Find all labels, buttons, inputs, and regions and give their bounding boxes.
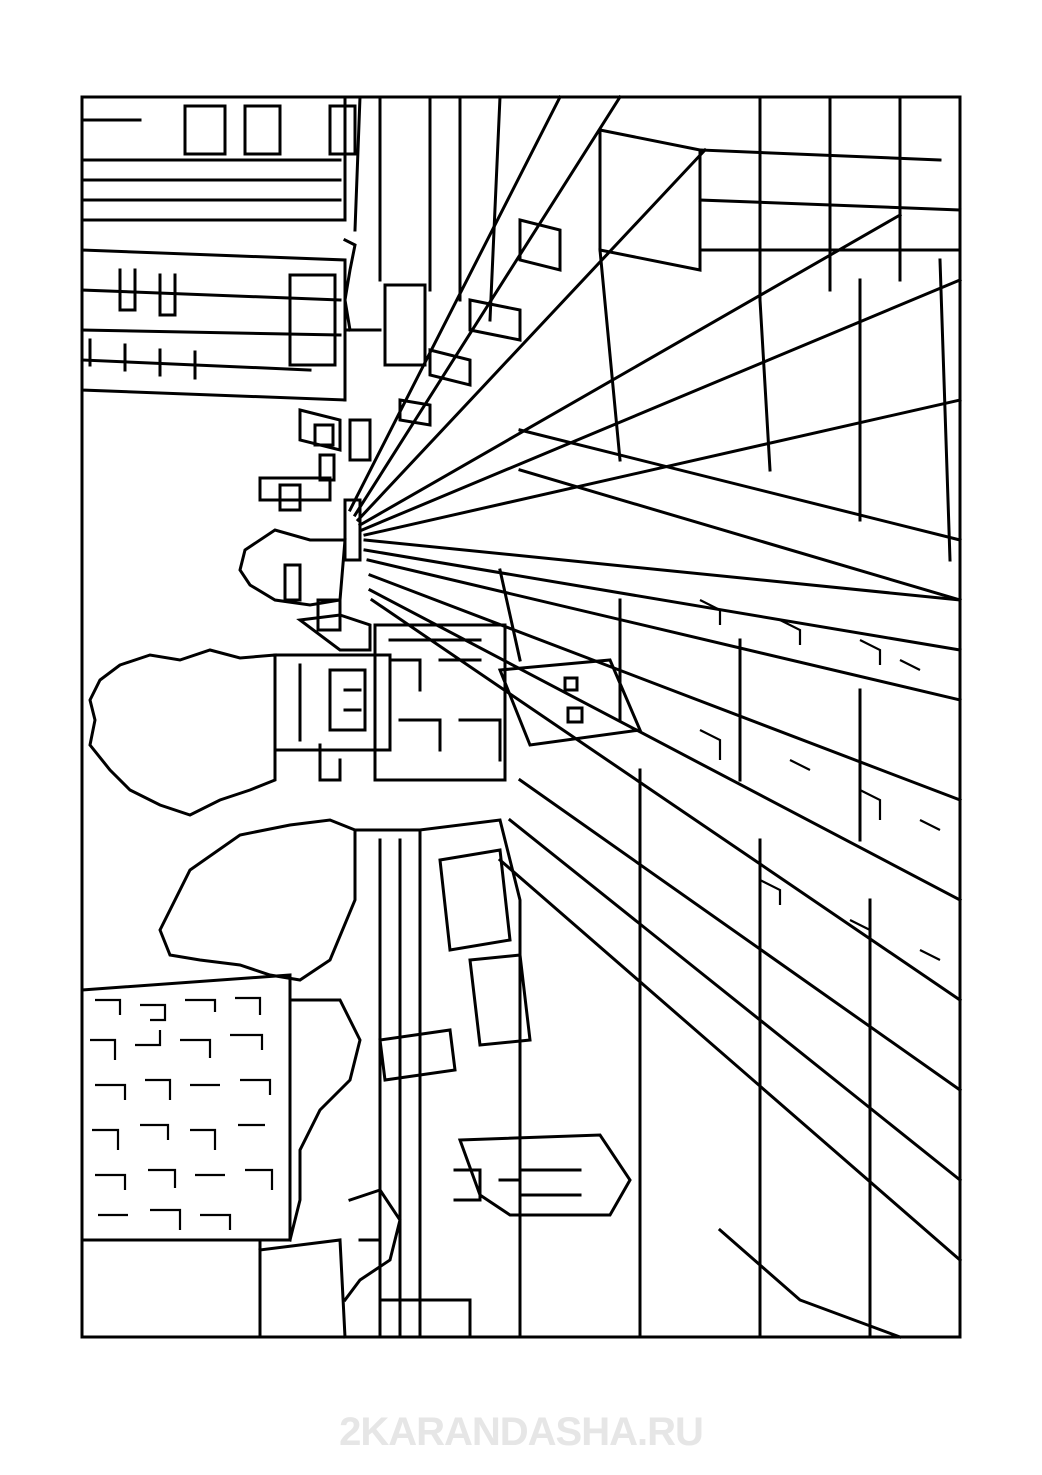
tree-foliage	[88, 528, 372, 982]
watermark-text: 2KARANDASHA.RU	[339, 1410, 704, 1454]
top-left-building	[80, 95, 427, 452]
vanishing-point	[258, 476, 362, 632]
minecraft-characters	[273, 623, 643, 782]
right-lower-walls	[363, 538, 963, 1339]
cobblestone-block	[80, 973, 347, 1339]
central-towers	[313, 95, 502, 482]
lower-middle-structures	[288, 818, 632, 1339]
right-perspective-wall	[347, 94, 962, 602]
